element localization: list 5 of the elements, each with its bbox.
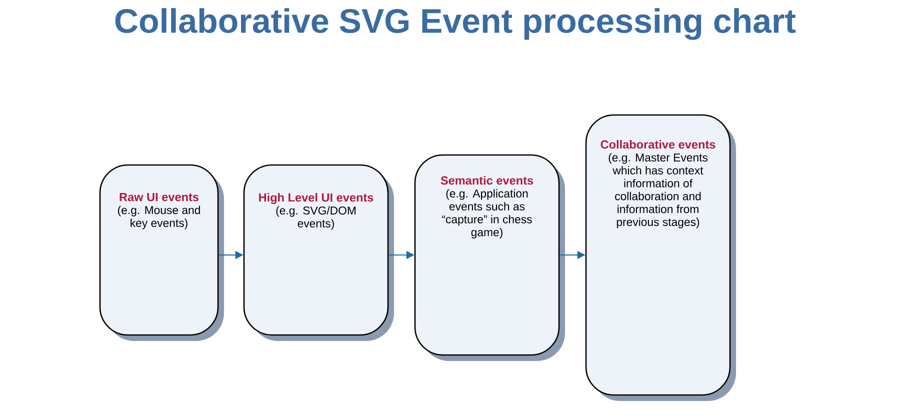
title: Collaborative SVG Event processing chart [115, 8, 796, 40]
rounded-box: High Level UI events (e.g. SVG/DOM events) [243, 164, 394, 341]
rounded-box: Collaborative events (e.g. Master Events which has context information of collaboration and information from previous stages) [585, 114, 736, 401]
rounded-box: Raw UI events (e.g. Mouse and key events) [99, 164, 224, 341]
rounded-box: Semantic events (e.g. Application events such as “capture” in chess game) [414, 154, 565, 361]
